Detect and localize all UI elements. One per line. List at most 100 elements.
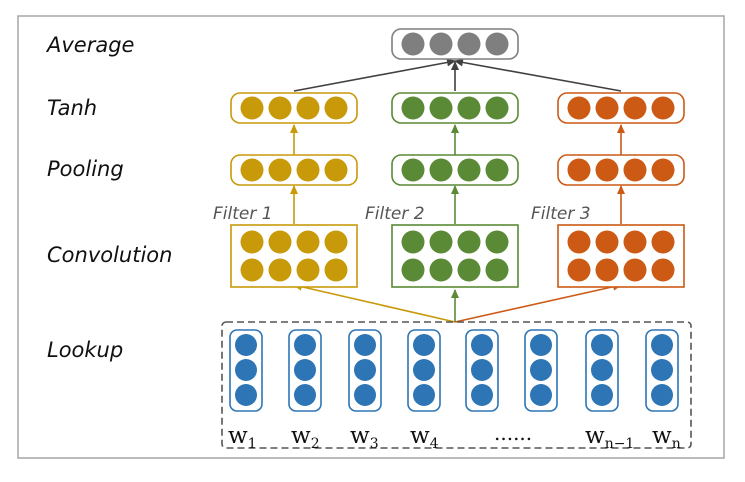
filter-2-label: Filter 2: [365, 204, 425, 224]
conv-box-3-neuron: [623, 230, 647, 254]
embedding-5-neuron: [471, 384, 493, 406]
lookup-box: [221, 321, 692, 449]
tanh-box-1-neuron: [268, 96, 292, 120]
embedding-8-neuron: [651, 334, 673, 356]
pooling-box-1-neuron: [296, 158, 320, 182]
embedding-3: [348, 329, 382, 412]
embedding-4: [407, 329, 441, 412]
conv-box-3-neuron: [567, 230, 591, 254]
svg-text:w1: w1: [228, 423, 257, 452]
embedding-4-neuron: [413, 334, 435, 356]
embedding-2-neuron: [294, 384, 316, 406]
label-tanh: Tanh: [47, 96, 97, 120]
conv-box-3-neuron: [651, 258, 675, 282]
word-w3-sub: 3: [370, 436, 379, 452]
conv-box-2-neuron: [485, 258, 509, 282]
word-wn-sub: n: [672, 436, 681, 452]
pooling-box-2-neuron: [429, 158, 453, 182]
svg-text:wn−1: wn−1: [585, 423, 634, 452]
filter-3-label: Filter 3: [531, 204, 591, 224]
pooling-box-3-neuron: [623, 158, 647, 182]
conv-box-3-neuron: [651, 230, 675, 254]
svg-text:wn: wn: [652, 423, 681, 452]
average-box: [391, 28, 519, 60]
word-w2-base: w: [291, 423, 311, 449]
embedding-8: [645, 329, 679, 412]
embedding-8-neuron: [651, 384, 673, 406]
word-w1-sub: 1: [248, 436, 257, 452]
arrow-lookup-to-conv-3: [454, 282, 622, 323]
embedding-6-neuron: [530, 359, 552, 381]
tanh-box-2-neuron: [429, 96, 453, 120]
arrow-tanh-to-avg-3: [454, 58, 622, 92]
word-wn: wn: [652, 423, 681, 452]
embedding-4-neuron: [413, 384, 435, 406]
conv-box-2-neuron: [429, 258, 453, 282]
tanh-box-1-neuron: [296, 96, 320, 120]
arrow-lookup-to-conv-1: [293, 282, 456, 323]
conv-box-3: [557, 224, 685, 288]
word-w4: w4: [410, 423, 439, 452]
tanh-box-1-neuron: [324, 96, 348, 120]
pooling-box-1-neuron: [268, 158, 292, 182]
conv-box-2-neuron: [485, 230, 509, 254]
tanh-box-2: [391, 92, 519, 124]
embedding-2-neuron: [294, 359, 316, 381]
tanh-box-1: [230, 92, 358, 124]
conv-box-1-neuron: [268, 258, 292, 282]
embedding-5: [465, 329, 499, 412]
pooling-box-1: [230, 154, 358, 186]
word-w1-base: w: [228, 423, 248, 449]
svg-text:w4: w4: [410, 423, 439, 452]
tanh-box-3-neuron: [651, 96, 675, 120]
embedding-8-neuron: [651, 359, 673, 381]
embedding-3-neuron: [354, 384, 376, 406]
pooling-box-2-neuron: [401, 158, 425, 182]
embedding-4-neuron: [413, 359, 435, 381]
pooling-box-3-neuron: [595, 158, 619, 182]
embedding-5-neuron: [471, 334, 493, 356]
svg-text:w2: w2: [291, 423, 320, 452]
embedding-7-neuron: [591, 334, 613, 356]
pooling-box-2: [391, 154, 519, 186]
tanh-box-2-neuron: [485, 96, 509, 120]
conv-box-1-neuron: [240, 230, 264, 254]
tanh-box-3-neuron: [567, 96, 591, 120]
label-pooling: Pooling: [47, 157, 124, 181]
conv-box-1-neuron: [296, 258, 320, 282]
conv-box-1: [230, 224, 358, 288]
outer-frame: [17, 15, 725, 459]
tanh-box-3: [557, 92, 685, 124]
pooling-box-3: [557, 154, 685, 186]
word-w2: w2: [291, 423, 320, 452]
embedding-1-neuron: [235, 359, 257, 381]
tanh-box-2-neuron: [401, 96, 425, 120]
word-w4-base: w: [410, 423, 430, 449]
conv-box-3-neuron: [595, 230, 619, 254]
average-box-neuron: [457, 32, 481, 56]
pooling-box-1-neuron: [324, 158, 348, 182]
embedding-7-neuron: [591, 384, 613, 406]
conv-box-1-neuron: [324, 258, 348, 282]
conv-box-2-neuron: [429, 230, 453, 254]
pooling-box-3-neuron: [567, 158, 591, 182]
pooling-box-2-neuron: [485, 158, 509, 182]
arrow-tanh-to-avg-1: [293, 58, 456, 92]
average-box-neuron: [401, 32, 425, 56]
conv-box-2: [391, 224, 519, 288]
embedding-6-neuron: [530, 334, 552, 356]
embedding-2-neuron: [294, 334, 316, 356]
embedding-1-neuron: [235, 334, 257, 356]
layer-boxes: [229, 28, 685, 412]
tanh-box-3-neuron: [623, 96, 647, 120]
average-box-neuron: [429, 32, 453, 56]
svg-text:w3: w3: [350, 423, 379, 452]
word-ellipsis: ......: [494, 421, 532, 445]
embedding-1: [229, 329, 263, 412]
conv-box-2-neuron: [401, 258, 425, 282]
conv-box-3-neuron: [595, 258, 619, 282]
conv-box-1-neuron: [268, 230, 292, 254]
word-wn-1-base: w: [585, 423, 605, 449]
embedding-3-neuron: [354, 334, 376, 356]
